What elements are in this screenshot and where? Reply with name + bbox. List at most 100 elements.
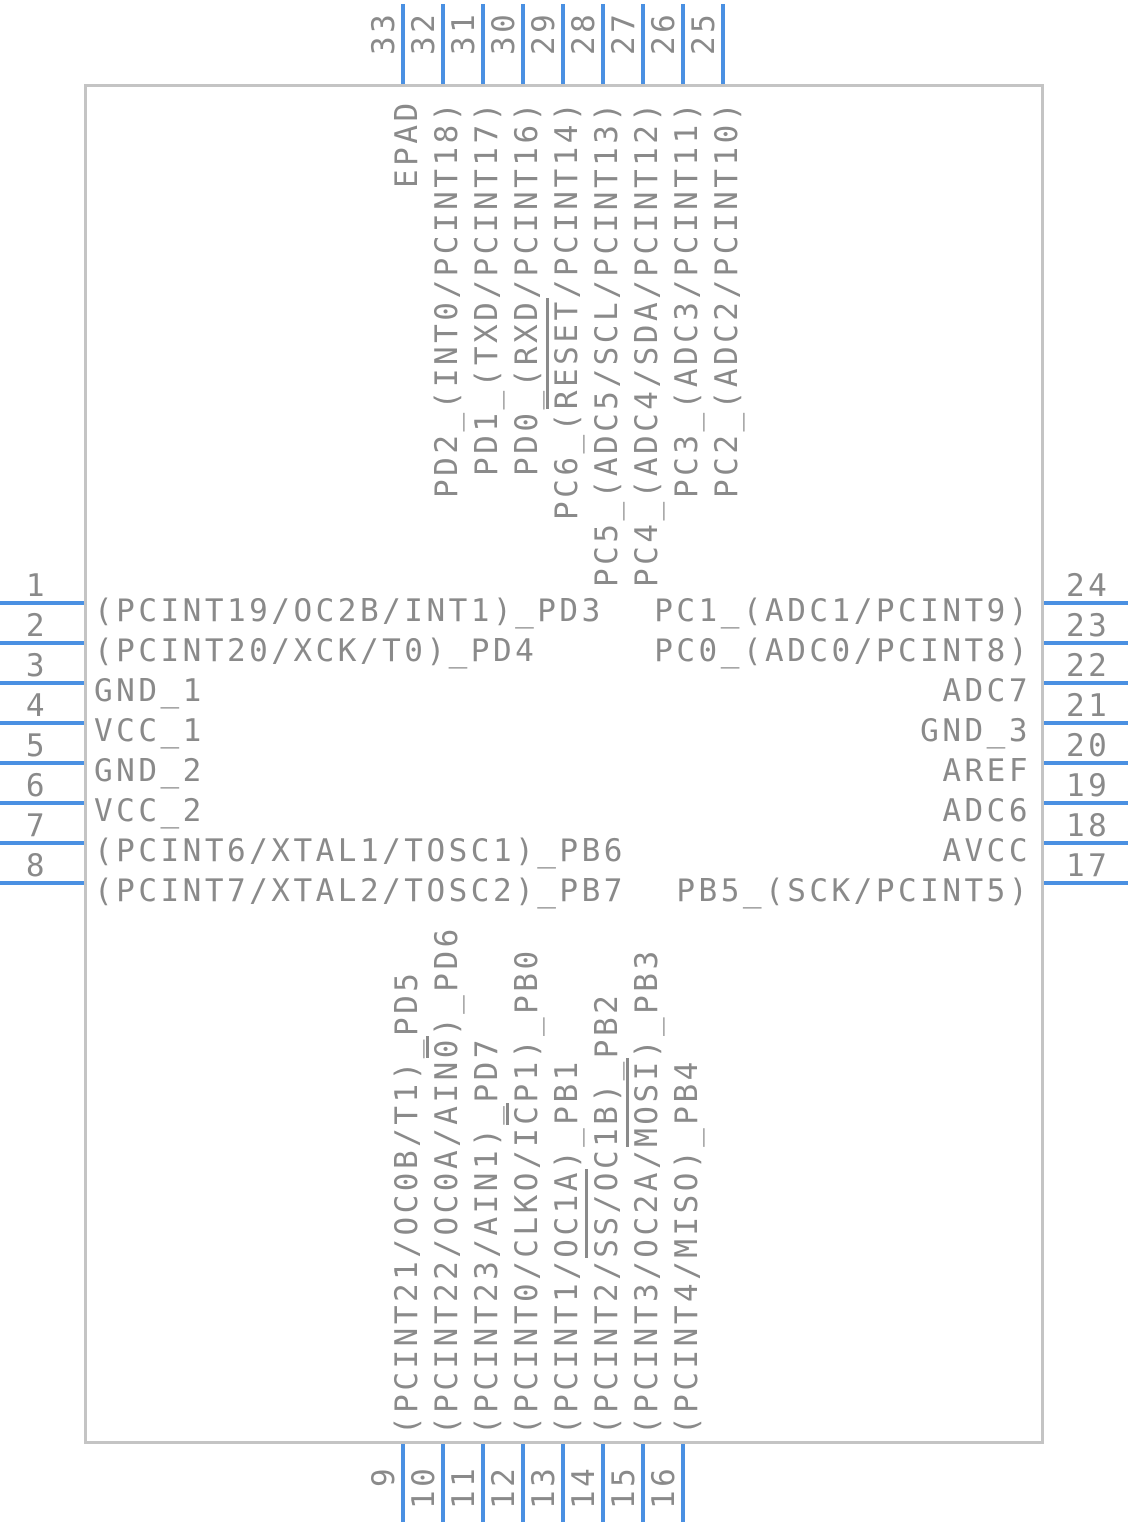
overline-bar: RESET [546, 298, 585, 410]
pin-9-label: (PCINT21/OC0B/T1)_PD5 [389, 969, 425, 1435]
pin-6-number: 6 [25, 768, 48, 804]
pin-15-stub [641, 1444, 645, 1522]
pin-16-number: 16 [646, 1465, 682, 1510]
pin-4-stub [0, 721, 84, 725]
pin-8-number: 8 [25, 848, 48, 884]
pin-32-stub [441, 4, 445, 84]
pin-33-stub [401, 4, 405, 84]
pin-4-number: 4 [25, 688, 48, 724]
pin-14-label: (PCINT2/SS/OC1B)_PB2 [589, 991, 625, 1435]
pin-26-label: PC3_(ADC3/PCINT11) [669, 99, 705, 499]
pin-2-stub [0, 641, 84, 645]
pin-11-stub [481, 1444, 485, 1522]
pin-27-label: PC4_(ADC4/SDA/PCINT12) [629, 99, 665, 587]
pin-22-stub [1044, 681, 1128, 685]
pin-17-label: PB5_(SCK/PCINT5) [676, 873, 1031, 909]
pin-24-number: 24 [1066, 568, 1111, 604]
pin-24-stub [1044, 601, 1128, 605]
pin-1-stub [0, 601, 84, 605]
pin-20-label: AREF [942, 753, 1031, 789]
pin-13-stub [561, 1444, 565, 1522]
pin-16-label: (PCINT4/MISO)_PB4 [669, 1058, 705, 1435]
pin-30-number: 30 [486, 10, 522, 55]
pin-13-label: (PCINT1/OC1A)_PB1 [547, 1058, 588, 1435]
pin-31-number: 31 [446, 10, 482, 55]
pin-13-number: 13 [526, 1465, 562, 1510]
pin-11-label: (PCINT23/AIN1)_PD7 [469, 1036, 505, 1435]
pin-20-number: 20 [1066, 728, 1111, 764]
pin-20-stub [1044, 761, 1128, 765]
pin-14-number: 14 [566, 1465, 602, 1510]
pin-2-number: 2 [25, 608, 48, 644]
underline-bar: OC1A [549, 1169, 588, 1258]
pin-22-label: ADC7 [942, 673, 1031, 709]
pin-29-label: PC6_(RESET/PCINT14) [546, 99, 587, 520]
pin-15-label: (PCINT3/OC2A/MOSI)_PB3 [626, 947, 667, 1435]
pin-25-label: PC2_(ADC2/PCINT10) [709, 99, 745, 499]
pin-22-number: 22 [1066, 648, 1111, 684]
pin-6-label: VCC_2 [94, 793, 205, 829]
pin-12-number: 12 [486, 1465, 522, 1510]
overline-bar: C [506, 1102, 545, 1125]
pin-5-label: GND_2 [94, 753, 205, 789]
pin-12-stub [521, 1444, 525, 1522]
pin-33-label: EPAD [389, 99, 425, 188]
pin-8-label: (PCINT7/XTAL2/TOSC2)_PB7 [94, 873, 626, 909]
pin-18-label: AVCC [942, 833, 1031, 869]
pin-10-stub [441, 1444, 445, 1522]
pin-30-label: PD0_(RXD/PCINT16) [509, 99, 545, 476]
pin-28-label: PC5_(ADC5/SCL/PCINT13) [589, 99, 625, 587]
pin-18-stub [1044, 841, 1128, 845]
pin-19-label: ADC6 [942, 793, 1031, 829]
pin-29-number: 29 [526, 10, 562, 55]
pin-30-stub [521, 4, 525, 84]
pin-15-number: 15 [606, 1465, 642, 1510]
pin-21-label: GND_3 [920, 713, 1031, 749]
overline-bar: MOSI [626, 1058, 665, 1147]
pin-32-label: PD2_(INT0/PCINT18) [429, 99, 465, 499]
pin-9-stub [401, 1444, 405, 1522]
pin-3-stub [0, 681, 84, 685]
pin-25-number: 25 [686, 10, 722, 55]
pin-3-label: GND_1 [94, 673, 205, 709]
pin-24-label: PC1_(ADC1/PCINT9) [654, 593, 1031, 629]
pin-29-stub [561, 4, 565, 84]
pin-27-number: 27 [606, 10, 642, 55]
pin-21-number: 21 [1066, 688, 1111, 724]
pin-1-number: 1 [25, 568, 48, 604]
pin-1-label: (PCINT19/OC2B/INT1)_PD3 [94, 593, 604, 629]
pin-8-stub [0, 881, 84, 885]
pin-5-number: 5 [25, 728, 48, 764]
pin-12-label: (PCINT0/CLKO/ICP1)_PB0 [506, 947, 547, 1435]
pin-10-label: (PCINT22/OC0A/AIN0)_PD6 [426, 925, 467, 1435]
pin-26-stub [681, 4, 685, 84]
pin-19-stub [1044, 801, 1128, 805]
pin-4-label: VCC_1 [94, 713, 205, 749]
pin-18-number: 18 [1066, 808, 1111, 844]
pin-9-number: 9 [366, 1465, 402, 1488]
pin-2-label: (PCINT20/XCK/T0)_PD4 [94, 633, 538, 669]
pin-11-number: 11 [446, 1465, 482, 1510]
pin-17-stub [1044, 881, 1128, 885]
pin-10-number: 10 [406, 1465, 442, 1510]
pin-3-number: 3 [25, 648, 48, 684]
pin-7-label: (PCINT6/XTAL1/TOSC1)_PB6 [94, 833, 626, 869]
overline-bar: 0 [426, 1036, 465, 1059]
pin-33-number: 33 [366, 10, 402, 55]
pin-26-number: 26 [646, 10, 682, 55]
pin-31-label: PD1_(TXD/PCINT17) [469, 99, 505, 476]
chip-body-outline [84, 84, 1044, 1444]
pin-7-number: 7 [25, 808, 48, 844]
pin-19-number: 19 [1066, 768, 1111, 804]
pin-25-stub [721, 4, 725, 84]
pin-27-stub [641, 4, 645, 84]
pin-23-label: PC0_(ADC0/PCINT8) [654, 633, 1031, 669]
pin-28-stub [601, 4, 605, 84]
pin-23-stub [1044, 641, 1128, 645]
pin-32-number: 32 [406, 10, 442, 55]
pin-21-stub [1044, 721, 1128, 725]
pin-17-number: 17 [1066, 848, 1111, 884]
pin-31-stub [481, 4, 485, 84]
pin-28-number: 28 [566, 10, 602, 55]
